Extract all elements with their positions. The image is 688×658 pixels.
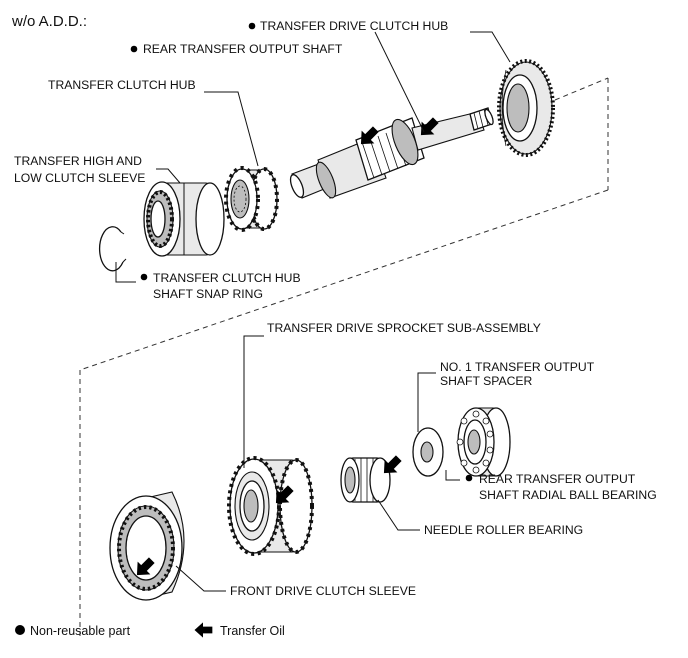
legend-transfer-oil-label: Transfer Oil bbox=[220, 624, 285, 638]
radial-ball-bearing bbox=[456, 407, 511, 477]
label-drive-sprocket: TRANSFER DRIVE SPROCKET SUB-ASSEMBLY bbox=[267, 321, 541, 335]
non-reusable-marker-icon bbox=[140, 273, 148, 281]
rear-transfer-output-shaft bbox=[289, 107, 494, 199]
label-spacer-line2: SHAFT SPACER bbox=[440, 374, 533, 388]
non-reusable-legend-icon bbox=[15, 625, 25, 635]
label-transfer-clutch-hub: TRANSFER CLUTCH HUB bbox=[48, 78, 196, 92]
label-ball-bearing-line1: REAR TRANSFER OUTPUT bbox=[479, 472, 636, 486]
leader-lines bbox=[115, 31, 511, 592]
legend: Non-reusable part Transfer Oil bbox=[15, 622, 285, 638]
non-reusable-marker-icon bbox=[130, 45, 138, 53]
assembly-guide-lines bbox=[79, 77, 609, 640]
label-front-drive-clutch-sleeve: FRONT DRIVE CLUTCH SLEEVE bbox=[230, 584, 416, 598]
label-ball-bearing-line2: SHAFT RADIAL BALL BEARING bbox=[479, 488, 657, 502]
non-reusable-marker-icon bbox=[465, 474, 473, 482]
label-high-low-sleeve-line1: TRANSFER HIGH AND bbox=[14, 154, 142, 168]
transfer-clutch-hub bbox=[224, 166, 279, 232]
label-snap-ring-line2: SHAFT SNAP RING bbox=[153, 287, 263, 301]
output-shaft-spacer bbox=[412, 427, 444, 477]
legend-non-reusable-label: Non-reusable part bbox=[30, 624, 131, 638]
transfer-oil-legend-icon bbox=[194, 622, 213, 638]
label-high-low-sleeve-line2: LOW CLUTCH SLEEVE bbox=[14, 171, 145, 185]
non-reusable-marker-icon bbox=[248, 22, 256, 30]
label-rear-transfer-output-shaft: REAR TRANSFER OUTPUT SHAFT bbox=[143, 42, 343, 56]
snap-ring bbox=[98, 226, 127, 272]
label-spacer-line1: NO. 1 TRANSFER OUTPUT bbox=[440, 360, 595, 374]
transfer-drive-clutch-hub bbox=[497, 59, 555, 157]
needle-roller-bearing bbox=[340, 457, 391, 503]
label-snap-ring-line1: TRANSFER CLUTCH HUB bbox=[153, 271, 301, 285]
transfer-high-low-clutch-sleeve bbox=[143, 181, 225, 257]
label-needle-roller-bearing: NEEDLE ROLLER BEARING bbox=[424, 523, 583, 537]
transfer-drive-sprocket bbox=[227, 456, 314, 556]
page-title: w/o A.D.D.: bbox=[11, 13, 87, 30]
front-drive-clutch-sleeve bbox=[109, 491, 185, 601]
label-transfer-drive-clutch-hub: TRANSFER DRIVE CLUTCH HUB bbox=[260, 19, 448, 33]
part-labels: TRANSFER DRIVE CLUTCH HUB REAR TRANSFER … bbox=[14, 19, 657, 598]
